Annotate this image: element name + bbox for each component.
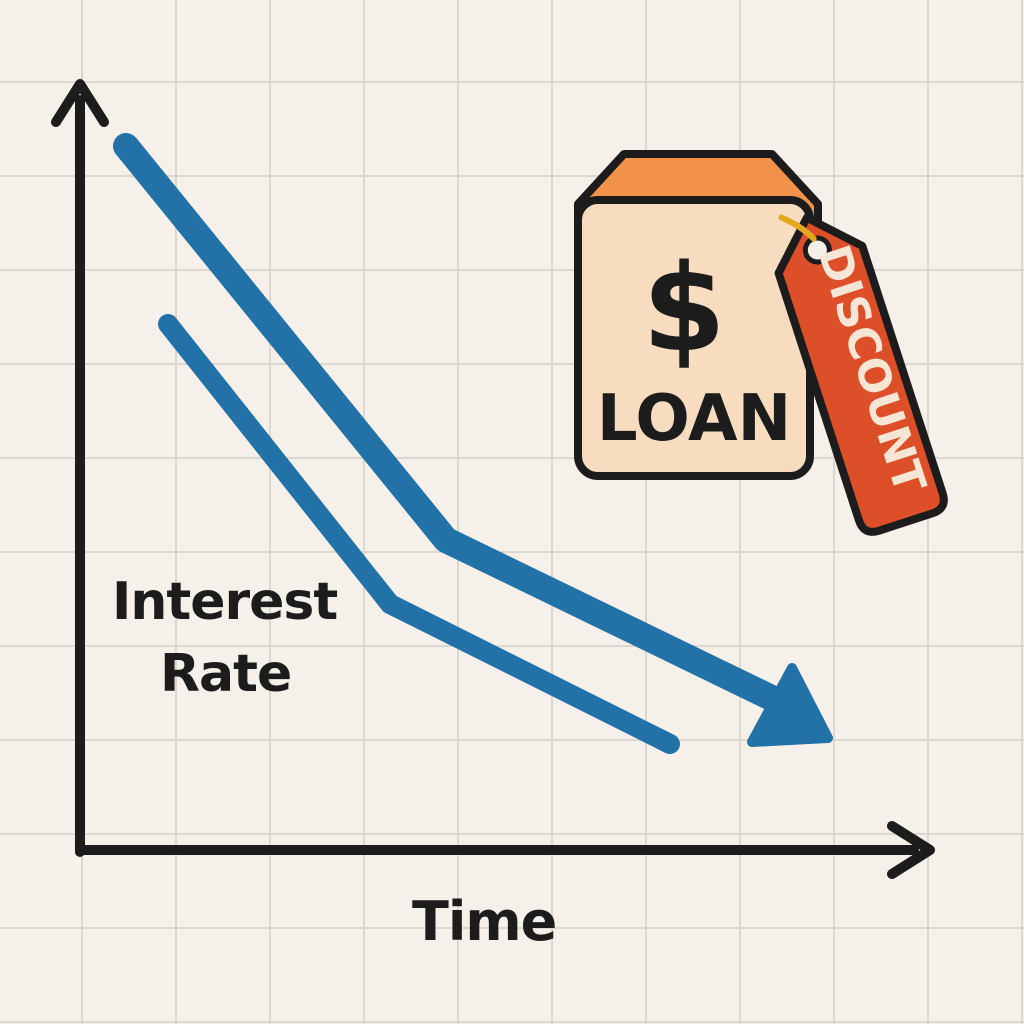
loan-label: LOAN (597, 382, 791, 456)
upper-trend-arrowhead (747, 663, 833, 747)
loan-icon: $ LOAN (574, 150, 822, 480)
downward-trend-lines (113, 133, 833, 754)
x-axis-label: Time (412, 890, 557, 953)
y-axis-label-line-1: Interest (112, 572, 338, 632)
y-axis-label: Interest Rate (112, 566, 372, 710)
lower-trend-line (158, 314, 680, 754)
y-axis-label-line-2: Rate (160, 644, 292, 704)
y-axis-arrowhead (51, 79, 109, 127)
dollar-sign-icon: $ (642, 240, 726, 379)
tag-body (774, 213, 948, 536)
axes (51, 79, 935, 879)
x-axis-arrowhead (887, 821, 935, 879)
discount-tag: DISCOUNT (774, 213, 948, 536)
upper-trend-line (113, 133, 801, 719)
tag-string (778, 214, 817, 242)
